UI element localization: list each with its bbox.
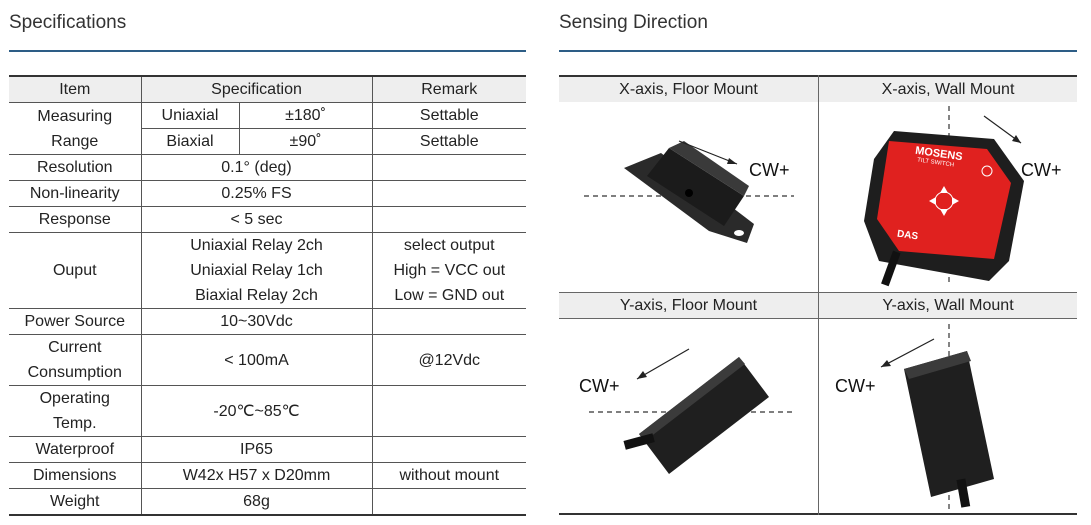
resolution-spec: 0.1° (deg) bbox=[140, 154, 373, 181]
x-floor-illustration bbox=[584, 140, 794, 243]
response-item: Response bbox=[9, 206, 142, 233]
non-linearity-spec: 0.25% FS bbox=[140, 180, 373, 207]
y-floor-illustration bbox=[589, 348, 794, 474]
ouput-spec-line: Biaxial Relay 2ch bbox=[195, 287, 318, 304]
table-row: Non-linearity 0.25% FS bbox=[9, 180, 526, 207]
current-consumption-spec: < 100mA bbox=[140, 334, 373, 386]
power-source-spec: 10~30Vdc bbox=[140, 308, 373, 335]
grid-vertical-divider bbox=[818, 75, 819, 515]
y-floor-cw-label: CW+ bbox=[579, 376, 620, 396]
dimensions-spec: W42x H57 x D20mm bbox=[140, 462, 373, 489]
response-remark bbox=[371, 206, 526, 233]
ouput-remark: select output High = VCC out Low = GND o… bbox=[371, 232, 526, 309]
operating-temp-spec: -20℃~85℃ bbox=[140, 385, 373, 437]
x-floor-cw-label: CW+ bbox=[749, 160, 790, 180]
specifications-title-rule bbox=[9, 50, 526, 52]
measuring-remark-uniaxial: Settable bbox=[371, 102, 526, 129]
resolution-item: Resolution bbox=[9, 154, 142, 181]
x-wall-cw-label: CW+ bbox=[1021, 160, 1062, 180]
power-source-item: Power Source bbox=[9, 308, 142, 335]
sensing-direction-title-rule bbox=[559, 50, 1077, 52]
current-item-line: Consumption bbox=[27, 364, 122, 381]
weight-item: Weight bbox=[9, 488, 142, 516]
measuring-remark-biaxial: Settable bbox=[371, 128, 526, 155]
ouput-item: Ouput bbox=[9, 232, 142, 309]
non-linearity-remark bbox=[371, 180, 526, 207]
y-wall-header: Y-axis, Wall Mount bbox=[819, 293, 1077, 318]
current-consumption-item: Current Consumption bbox=[9, 334, 142, 386]
ouput-remark-line: High = VCC out bbox=[393, 262, 506, 279]
header-item: Item bbox=[9, 75, 142, 103]
operating-item-line: Temp. bbox=[52, 415, 97, 432]
table-row: Current Consumption < 100mA @12Vdc bbox=[9, 334, 526, 386]
operating-item-line: Operating bbox=[39, 390, 110, 407]
table-row: Operating Temp. -20℃~85℃ bbox=[9, 385, 526, 437]
measuring-value-biaxial: ±90˚ bbox=[238, 128, 373, 155]
x-wall-illustration bbox=[864, 106, 1024, 287]
resolution-remark bbox=[371, 154, 526, 181]
table-header-row: Item Specification Remark bbox=[9, 75, 526, 103]
specifications-table: Item Specification Remark Measuring Rang… bbox=[9, 75, 526, 516]
dimensions-item: Dimensions bbox=[9, 462, 142, 489]
measuring-value-uniaxial: ±180˚ bbox=[238, 102, 373, 129]
weight-spec: 68g bbox=[140, 488, 373, 516]
table-row: Dimensions W42x H57 x D20mm without moun… bbox=[9, 462, 526, 489]
ouput-spec-line: Uniaxial Relay 2ch bbox=[190, 237, 323, 254]
x-floor-header: X-axis, Floor Mount bbox=[559, 77, 818, 102]
table-row: Resolution 0.1° (deg) bbox=[9, 154, 526, 181]
non-linearity-item: Non-linearity bbox=[9, 180, 142, 207]
waterproof-item: Waterproof bbox=[9, 436, 142, 463]
table-row: Response < 5 sec bbox=[9, 206, 526, 233]
sensing-direction-title: Sensing Direction bbox=[559, 12, 708, 33]
y-wall-illustration bbox=[880, 324, 994, 509]
table-row: Ouput Uniaxial Relay 2ch Uniaxial Relay … bbox=[9, 232, 526, 309]
current-consumption-remark: @12Vdc bbox=[371, 334, 526, 386]
response-spec: < 5 sec bbox=[140, 206, 373, 233]
table-row: Waterproof IP65 bbox=[9, 436, 526, 463]
operating-temp-item: Operating Temp. bbox=[9, 385, 142, 437]
y-wall-cw-label: CW+ bbox=[835, 376, 876, 396]
measuring-mode-biaxial: Biaxial bbox=[141, 128, 240, 155]
ouput-remark-line: select output bbox=[403, 237, 495, 254]
waterproof-spec: IP65 bbox=[140, 436, 373, 463]
table-row: Power Source 10~30Vdc bbox=[9, 308, 526, 335]
table-row: Measuring Range Uniaxial ±180˚ Settable bbox=[9, 102, 526, 155]
y-floor-header: Y-axis, Floor Mount bbox=[559, 293, 818, 318]
x-wall-header: X-axis, Wall Mount bbox=[819, 77, 1077, 102]
sensing-direction-grid: X-axis, Floor Mount X-axis, Wall Mount Y… bbox=[559, 75, 1077, 515]
power-source-remark bbox=[371, 308, 526, 335]
dimensions-remark: without mount bbox=[371, 462, 526, 489]
waterproof-remark bbox=[371, 436, 526, 463]
measuring-range-text: Measuring Range bbox=[37, 107, 113, 150]
ouput-spec-line: Uniaxial Relay 1ch bbox=[190, 262, 323, 279]
current-item-line: Current bbox=[48, 339, 102, 356]
operating-temp-remark bbox=[371, 385, 526, 437]
ouput-remark-line: Low = GND out bbox=[394, 287, 505, 304]
table-row: Biaxial ±90˚ Settable bbox=[9, 128, 526, 155]
specifications-title: Specifications bbox=[9, 12, 127, 33]
table-row: Weight 68g bbox=[9, 488, 526, 516]
measuring-mode-uniaxial: Uniaxial bbox=[140, 102, 240, 129]
header-remark: Remark bbox=[371, 75, 526, 103]
measuring-range-label: Measuring Range bbox=[9, 102, 142, 155]
weight-remark bbox=[371, 488, 526, 516]
header-specification: Specification bbox=[140, 75, 373, 103]
ouput-spec: Uniaxial Relay 2ch Uniaxial Relay 1ch Bi… bbox=[140, 232, 373, 309]
